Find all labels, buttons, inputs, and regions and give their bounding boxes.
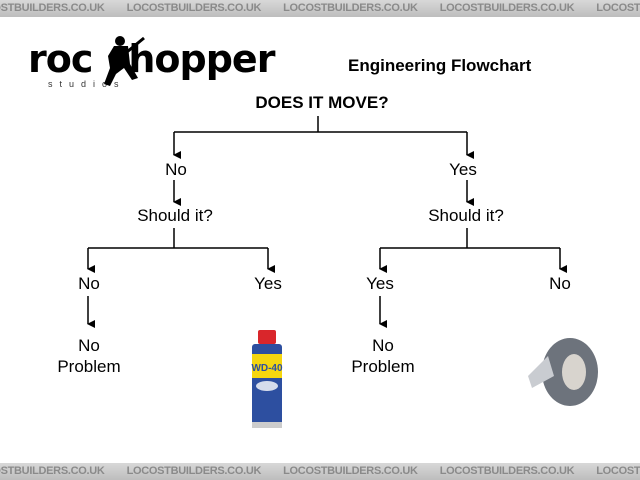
answer-left-yes: Yes <box>254 274 282 293</box>
watermark-text: LOCOSTBUILDERS.CO.UK <box>439 465 575 477</box>
wd40-label: WD-40 <box>251 363 283 374</box>
watermark-banner-top: LOCOSTBUILDERS.CO.UK LOCOSTBUILDERS.CO.UK… <box>0 0 640 17</box>
watermark-text: LOCOSTBUILDERS.CO.UK <box>0 2 105 14</box>
answer-no: No <box>165 160 187 179</box>
answer-right-yes: Yes <box>366 274 394 293</box>
guitarist-silhouette-icon <box>104 36 145 86</box>
watermark-text: LOCOSTBUILDERS.CO.UK <box>596 2 640 14</box>
logo-subtitle: studios <box>48 79 126 89</box>
logo-part-1: roc <box>28 37 93 81</box>
watermark-text: LOCOSTBUILDERS.CO.UK <box>596 465 640 477</box>
watermark-text: LOCOSTBUILDERS.CO.UK <box>126 465 262 477</box>
result-left-line1: No <box>78 336 100 355</box>
duct-tape-image <box>528 338 598 406</box>
watermark-text: LOCOSTBUILDERS.CO.UK <box>283 2 418 14</box>
question-left: Should it? <box>137 206 213 225</box>
logo-wordmark: roc hopper <box>28 37 275 81</box>
chart-title: Engineering Flowchart <box>348 56 532 75</box>
answer-left-no: No <box>78 274 100 293</box>
result-right-line2: Problem <box>351 357 415 376</box>
rockhopper-logo: roc hopper studios <box>28 36 328 90</box>
result-left-line2: Problem <box>57 357 121 376</box>
watermark-banner-bottom: LOCOSTBUILDERS.CO.UK LOCOSTBUILDERS.CO.UK… <box>0 463 640 480</box>
watermark-text: LOCOSTBUILDERS.CO.UK <box>439 2 575 14</box>
question-right: Should it? <box>428 206 504 225</box>
result-right-line1: No <box>372 336 394 355</box>
logo-part-2: hopper <box>128 37 275 81</box>
watermark-text: LOCOSTBUILDERS.CO.UK <box>0 465 105 477</box>
root-question: DOES IT MOVE? <box>255 93 389 112</box>
wd40-can-image: WD-40 <box>251 330 283 428</box>
answer-yes: Yes <box>449 160 477 179</box>
watermark-text: LOCOSTBUILDERS.CO.UK <box>283 465 418 477</box>
answer-right-no: No <box>549 274 571 293</box>
watermark-text: LOCOSTBUILDERS.CO.UK <box>126 2 262 14</box>
